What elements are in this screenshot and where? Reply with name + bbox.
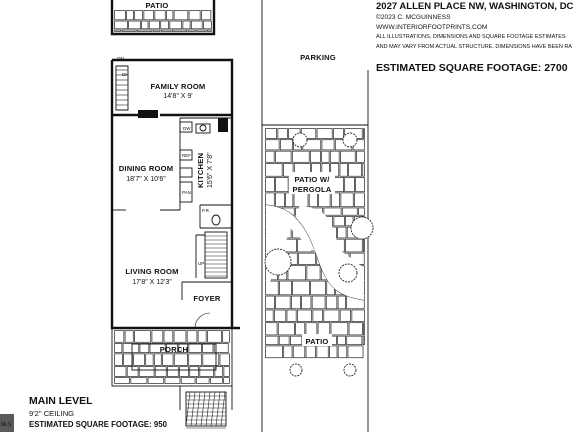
pergola-patio-label: PATIO W/ (294, 175, 330, 184)
disclaimer-line-2: AND MAY VARY FROM ACTUAL STRUCTURE. DIME… (376, 44, 572, 50)
stair-down-top-label: ON (117, 56, 124, 61)
foyer-label: FOYER (193, 294, 220, 303)
kitchen-dimensions: 15'6" X 7'8" (207, 152, 214, 188)
family-room-label: FAMILY ROOM (151, 82, 206, 91)
stair-up-label: UP (198, 261, 204, 266)
parking-label: PARKING (300, 53, 336, 62)
porch: PORCH (111, 327, 233, 429)
dishwasher-label: DW (183, 126, 191, 131)
tree-symbol (264, 248, 292, 276)
pergola-patio-label-line2: PERGOLA (293, 185, 332, 194)
top-patio-label: PATIO (145, 1, 168, 10)
lower-patio-label: PATIO (305, 337, 328, 346)
top-patio: PATIO ON (110, 0, 216, 61)
ceiling-height: 9'2" CEILING (29, 409, 75, 418)
powder-room-label: P.R. (202, 208, 210, 213)
dining-room-dimensions: 18'7" X 10'6" (126, 176, 166, 183)
living-room-label: LIVING ROOM (125, 267, 178, 276)
stair-down-label: DN (122, 72, 129, 77)
total-square-footage: ESTIMATED SQUARE FOOTAGE: 2700 (376, 62, 568, 74)
website-line: WWW.INTERIORFOOTPRINTS.COM (376, 24, 488, 31)
porch-label: PORCH (160, 345, 188, 354)
level-square-footage: ESTIMATED SQUARE FOOTAGE: 950 (29, 420, 167, 429)
mls-badge (0, 414, 14, 432)
refrigerator-label: REF (182, 153, 191, 158)
dining-room-label: DINING ROOM (119, 164, 174, 173)
tree-symbol (343, 363, 357, 377)
family-room-dimensions: 14'8" X 9' (163, 93, 192, 100)
house-walls (110, 58, 240, 330)
copyright-line: ©2023 C. MCGUINNESS (376, 14, 451, 21)
fireplace (138, 110, 158, 118)
kitchen-label: KITCHEN (196, 153, 205, 188)
level-title: MAIN LEVEL (29, 395, 93, 407)
tree-symbol (292, 132, 308, 148)
tree-symbol (289, 363, 303, 377)
rear-lot: PARKING PATIO W/ PERGOLA PATIO (261, 0, 374, 432)
tree-symbol (350, 216, 374, 240)
mls-badge-label: MLS (1, 422, 12, 428)
disclaimer-line-1: ALL ILLUSTRATIONS, DIMENSIONS AND SQUARE… (376, 34, 566, 40)
address-title: 2027 ALLEN PLACE NW, WASHINGTON, DC (376, 1, 574, 12)
tree-symbol (338, 263, 358, 283)
pantry-label: PAN (182, 190, 191, 195)
tree-symbol (342, 132, 358, 148)
living-room-dimensions: 17'8" X 12'3" (132, 279, 172, 286)
